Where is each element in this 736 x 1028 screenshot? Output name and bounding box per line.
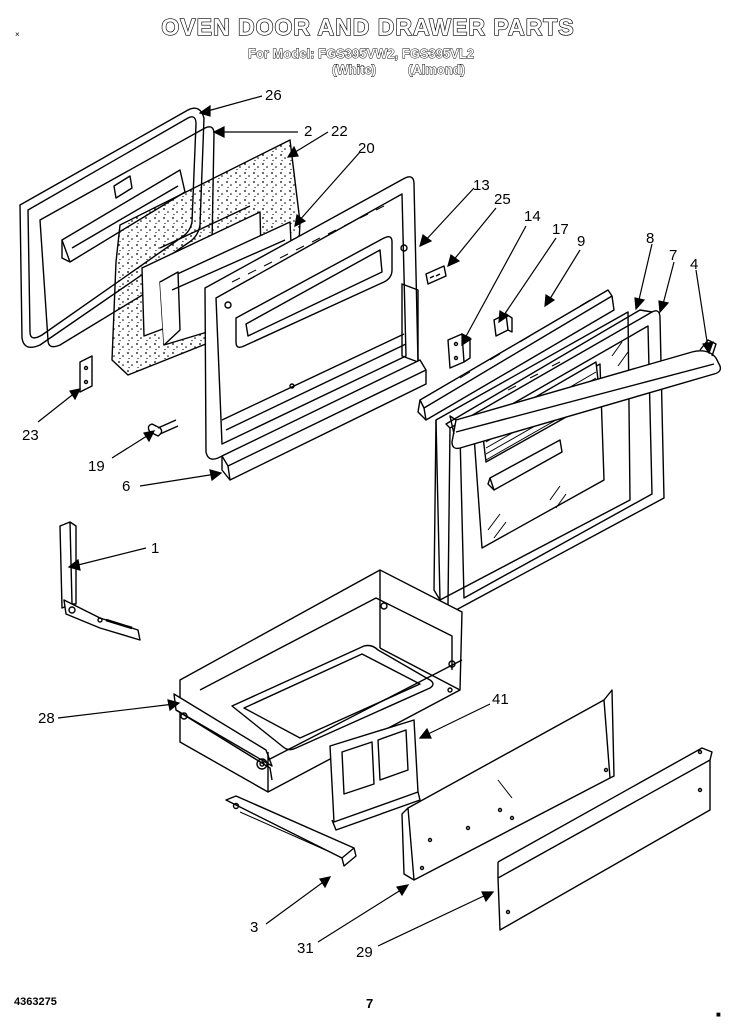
callout-3: 3 bbox=[250, 919, 258, 936]
callout-14: 14 bbox=[524, 208, 541, 225]
callout-41: 41 bbox=[492, 691, 509, 708]
document-number: 4363275 bbox=[14, 996, 57, 1008]
callout-labels: 26 2 22 20 13 25 14 17 9 8 7 4 23 19 6 1… bbox=[22, 87, 698, 961]
corner-mark-bottom-right: ■ bbox=[716, 1010, 721, 1019]
finish-white: (White) bbox=[332, 62, 377, 78]
callout-20: 20 bbox=[358, 140, 375, 157]
page-title: OVEN DOOR AND DRAWER PARTS bbox=[161, 13, 575, 40]
callout-26: 26 bbox=[265, 87, 282, 104]
callout-22: 22 bbox=[331, 123, 348, 140]
callout-29: 29 bbox=[356, 944, 373, 961]
drawer-back-panel-part bbox=[329, 719, 421, 831]
screw-part bbox=[147, 419, 179, 437]
small-clip-part bbox=[425, 265, 447, 285]
callout-25: 25 bbox=[494, 191, 511, 208]
hinge-receptacle-part bbox=[79, 355, 93, 393]
callout-31: 31 bbox=[297, 940, 314, 957]
kick-panel-part bbox=[497, 747, 713, 931]
callout-17: 17 bbox=[552, 221, 569, 238]
model-numbers: For Model: FGS395VW2, FGS395VL2 bbox=[248, 46, 475, 62]
callout-7: 7 bbox=[669, 247, 677, 264]
finish-almond: (Almond) bbox=[408, 62, 466, 78]
storage-drawer-part bbox=[173, 569, 463, 793]
drawer-slide-rail-part bbox=[225, 795, 357, 867]
callout-28: 28 bbox=[38, 710, 55, 727]
callout-23: 23 bbox=[22, 427, 39, 444]
leader-lines bbox=[37, 95, 714, 947]
callout-8: 8 bbox=[646, 230, 654, 247]
door-handle-part bbox=[449, 339, 722, 450]
callout-2: 2 bbox=[304, 123, 312, 140]
drawer-side-panel-part bbox=[401, 689, 615, 881]
corner-mark-top-left: × bbox=[15, 30, 20, 39]
callout-6: 6 bbox=[122, 478, 130, 495]
door-hinge-part bbox=[59, 521, 141, 641]
callout-4: 4 bbox=[690, 256, 698, 273]
vent-trim-part bbox=[417, 289, 615, 421]
door-bottom-trim-part bbox=[221, 359, 427, 481]
oven-door-frame-part bbox=[204, 176, 419, 460]
page-number: 7 bbox=[366, 996, 374, 1011]
callout-19: 19 bbox=[88, 458, 105, 475]
callout-9: 9 bbox=[577, 233, 585, 250]
callout-1: 1 bbox=[151, 540, 159, 557]
callout-13: 13 bbox=[473, 177, 490, 194]
